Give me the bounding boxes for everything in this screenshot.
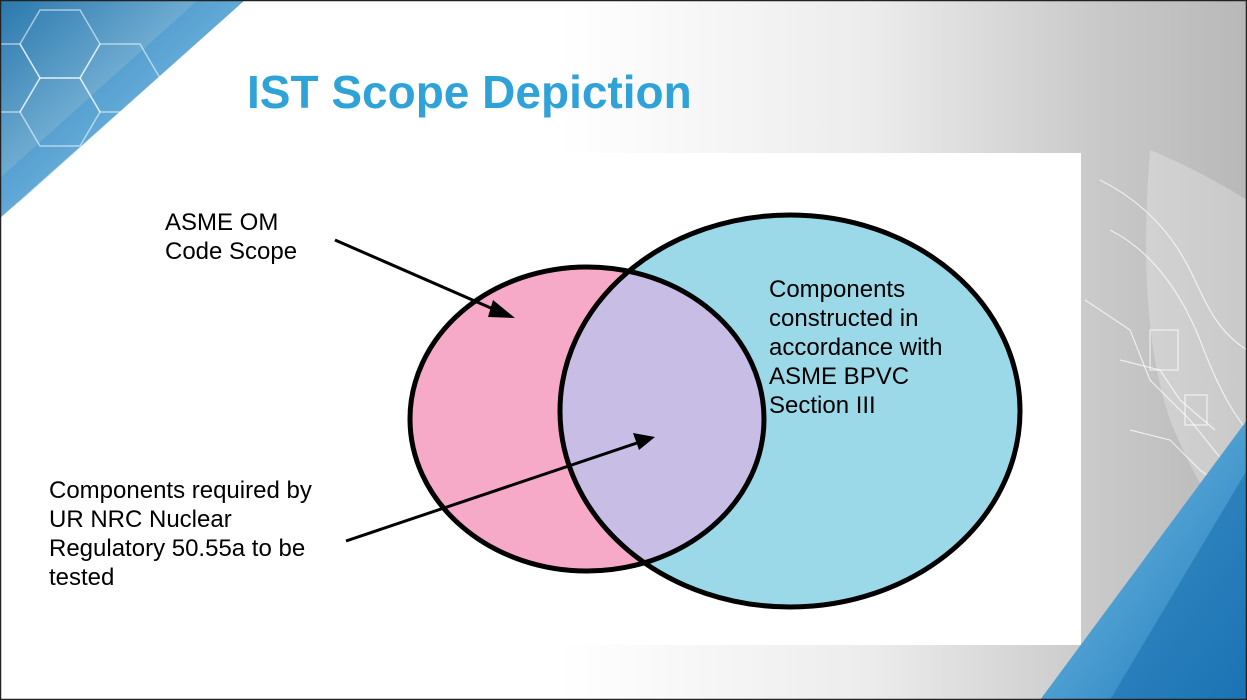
corner-top-left [0,0,245,218]
label-line: constructed in [769,305,919,332]
label-line: ASME BPVC [769,363,910,390]
hand-illustration-icon [1084,179,1247,501]
label-line: Components [769,276,906,303]
label-line: ASME OM [165,209,279,236]
label-line: tested [49,564,115,591]
venn-intersection-region [560,267,764,571]
venn-set-bpvc-outline [557,212,1023,610]
label-line: Section III [769,392,876,419]
label-line: Components required by [49,477,312,504]
label-line: UR NRC Nuclear [49,506,232,533]
arrow-required-components-icon [345,433,655,543]
label-line: Code Scope [165,238,298,265]
label-bpvc-section-iii: Components constructed in accordance wit… [769,275,1019,420]
label-line: accordance with [769,334,943,361]
corner-top-left-stripe [0,0,245,218]
corner-bottom-right-highlight [1110,470,1247,700]
label-required-components: Components required by UR NRC Nuclear Re… [49,476,349,592]
slide-title: IST Scope Depiction [247,66,692,118]
hexagon-pattern-icon [0,9,161,147]
label-asme-om-code-scope: ASME OM Code Scope [165,208,365,266]
label-line: Regulatory 50.55a to be [49,535,306,562]
venn-set-asme-om-outline [407,264,767,574]
arrow-om-scope-icon [334,238,515,318]
